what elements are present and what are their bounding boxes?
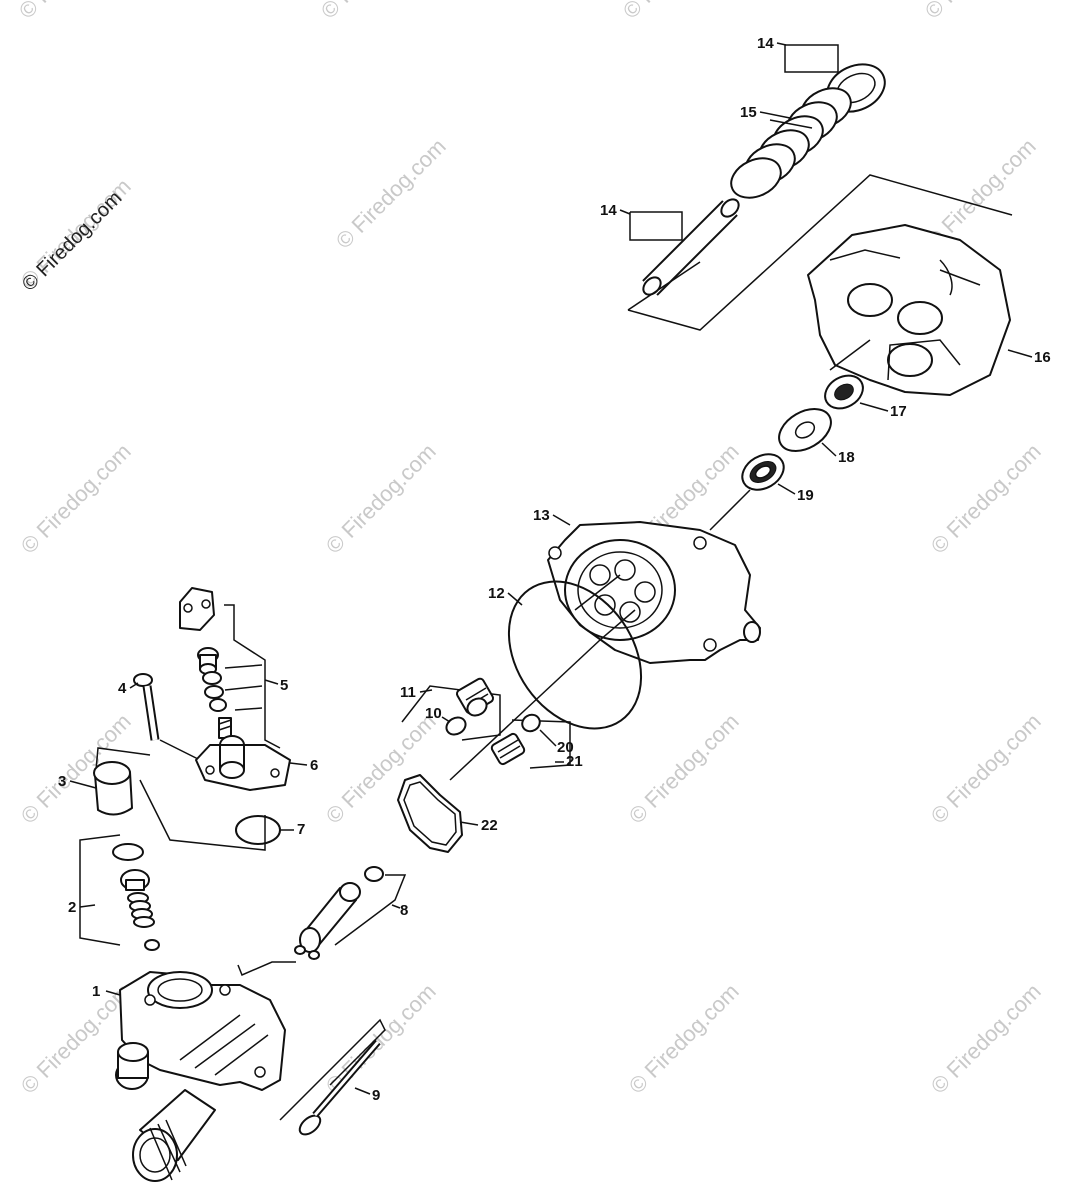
part-label-3: 3	[58, 773, 66, 790]
part-label-15: 15	[740, 104, 757, 121]
spring-2	[127, 892, 155, 928]
piston-14	[642, 198, 740, 296]
watermark: © Firedog.com	[321, 709, 441, 829]
valve-assembly-5	[179, 587, 281, 749]
manifold-13	[547, 521, 761, 664]
part-label-11: 11	[400, 684, 416, 701]
valve-21	[490, 713, 571, 769]
part-label-21: 21	[566, 753, 583, 770]
pump-body-1	[115, 971, 286, 1182]
part-label-19: 19	[797, 487, 814, 504]
part-labels: 1 2 3 4 5 6 7 8 9 10 11 12 13	[58, 35, 1051, 1104]
housing-6	[195, 735, 291, 791]
valve-11	[401, 677, 501, 741]
part-label-12: 12	[488, 585, 505, 602]
part-label-6: 6	[310, 757, 318, 774]
part-label-22: 22	[481, 817, 498, 834]
part-label-9: 9	[372, 1087, 380, 1104]
part-label-1: 1	[92, 983, 100, 1000]
spring-15	[730, 87, 852, 199]
watermark: © Firedog.com	[331, 134, 451, 254]
watermarks: © Firedog.com © Firedog.com © Firedog.co…	[14, 0, 1046, 1099]
watermark: © Firedog.com	[920, 0, 1040, 24]
watermark: © Firedog.com	[321, 439, 441, 559]
washer-18	[778, 408, 832, 452]
part-label-4: 4	[118, 680, 127, 697]
watermark: © Firedog.com	[321, 979, 441, 1099]
cap-3	[93, 747, 151, 816]
part-label-13: 13	[533, 507, 550, 524]
watermark: © Firedog.com	[618, 0, 738, 24]
watermark: © Firedog.com	[624, 709, 744, 829]
part-label-20: 20	[557, 739, 574, 756]
housing-16	[807, 224, 1011, 396]
unloader-8	[237, 866, 407, 976]
part-label-5: 5	[280, 677, 288, 694]
o-ring-12	[507, 574, 643, 730]
part-group-14-15	[627, 44, 1013, 331]
part-label-14-lower: 14	[600, 202, 617, 219]
copyright-watermark: © Firedog.com	[18, 187, 127, 296]
part-label-18: 18	[838, 449, 855, 466]
watermark: © Firedog.com	[316, 0, 436, 24]
bearing-19	[741, 453, 785, 491]
part-label-14-top: 14	[757, 35, 774, 52]
gasket-22	[397, 774, 463, 853]
watermark: © Firedog.com	[926, 979, 1046, 1099]
screw-4	[133, 673, 201, 761]
watermark: © Firedog.com	[16, 439, 136, 559]
watermark: © Firedog.com	[14, 0, 134, 24]
seal-17	[824, 374, 864, 410]
bolt-9	[279, 1018, 386, 1136]
watermark: © Firedog.com	[624, 979, 744, 1099]
check-valve-2	[79, 834, 160, 951]
part-label-16: 16	[1034, 349, 1051, 366]
part-label-8: 8	[400, 902, 408, 919]
part-label-2: 2	[68, 899, 76, 916]
part-label-7: 7	[297, 821, 305, 838]
watermark: © Firedog.com	[926, 709, 1046, 829]
part-label-10: 10	[425, 705, 442, 722]
o-ring-7	[139, 779, 281, 851]
part-label-17: 17	[890, 403, 907, 420]
watermark: © Firedog.com	[926, 439, 1046, 559]
